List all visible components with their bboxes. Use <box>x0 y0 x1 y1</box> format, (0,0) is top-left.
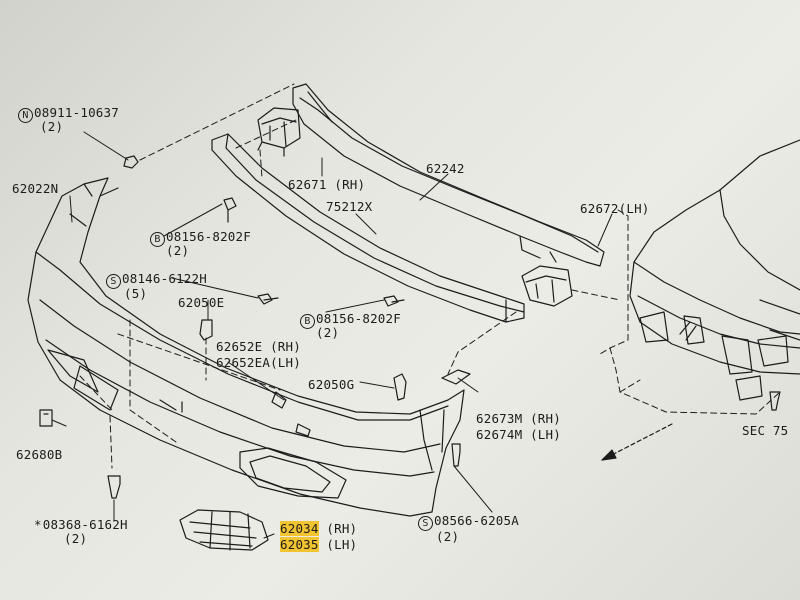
callout-62050g: 62050G <box>308 377 355 392</box>
callout-08156-left-qty: (2) <box>166 243 190 258</box>
callout-62035-lh: 62035 (LH) <box>280 537 358 552</box>
callout-62671: 62671 (RH) <box>288 177 366 192</box>
dashed-routing <box>79 83 781 469</box>
callout-62680b: 62680B <box>16 447 63 462</box>
callout-62672: 62672(LH) <box>580 201 650 216</box>
callout-62652-rh: 62652E (RH) <box>216 339 301 354</box>
leader-lines <box>51 131 613 539</box>
car-front-view <box>629 139 800 401</box>
callout-62242: 62242 <box>426 161 465 176</box>
callout-75212x: 75212X <box>326 199 373 214</box>
callout-08911-qty: (2) <box>40 119 64 134</box>
callout-62674m: 62674M (LH) <box>476 427 561 442</box>
callout-62050e: 62050E <box>178 295 225 310</box>
bumper-fascia-62022n <box>27 177 465 517</box>
callout-08156-right-qty: (2) <box>316 325 340 340</box>
callout-08146-qty: (5) <box>124 286 148 301</box>
grille-insert-62034 <box>179 509 269 551</box>
bracket-62672-lh <box>521 265 573 307</box>
upper-bracket-62242 <box>292 83 605 267</box>
callout-62652-lh: 62652EA(LH) <box>216 355 301 370</box>
callout-62034-rh: 62034 (RH) <box>280 521 358 536</box>
reinforcement-75212x <box>211 133 525 323</box>
callout-62022n: 62022N <box>12 181 59 196</box>
callout-08566-qty: (2) <box>436 529 460 544</box>
callout-08368-qty: (2) <box>64 531 88 546</box>
callout-62673m: 62673M (RH) <box>476 411 561 426</box>
fasteners <box>39 155 781 499</box>
bracket-62671-rh <box>257 107 301 157</box>
direction-arrow <box>601 423 673 461</box>
callout-08368: *08368-6162H <box>34 517 128 532</box>
callout-sec-75: SEC 75 <box>742 423 789 438</box>
